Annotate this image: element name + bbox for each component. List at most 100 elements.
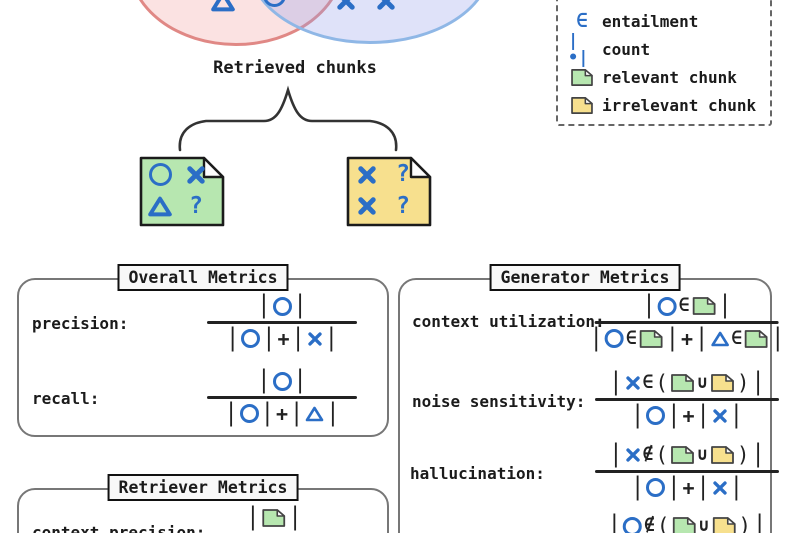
numerator: | ∈ |: [642, 293, 731, 319]
triangle-claim-icon: [211, 0, 235, 12]
x-claim-icon: [187, 166, 205, 184]
fraction-line: [594, 321, 779, 324]
fraction-precision: ||||+||: [207, 293, 357, 352]
circle-claim-icon: [263, 0, 286, 7]
fraction-recall: ||||+||: [207, 368, 357, 427]
formula-symbol: ∈: [625, 327, 637, 349]
formula-symbol: |: [771, 323, 785, 352]
irrelevant-chunk-icon: [710, 446, 734, 464]
legend-item: |•|count: [568, 32, 770, 66]
generator-metrics-title: Generator Metrics: [489, 264, 681, 291]
metric-label-noise_sensitivity: noise sensitivity:: [412, 392, 586, 411]
metric-label-hallucination: hallucination:: [410, 464, 545, 483]
question-mark-icon: ?: [396, 192, 410, 219]
circle-claim-icon: [272, 296, 292, 316]
legend-label: relevant chunk: [602, 68, 737, 87]
triangle-claim-icon: [710, 331, 729, 346]
circle-claim-icon: [241, 329, 261, 348]
x-claim-icon: [377, 0, 395, 10]
formula-symbol: ∈: [731, 327, 743, 349]
count-icon: |•|: [568, 30, 589, 68]
fraction-partial_metric: |∉(∪)|: [607, 511, 767, 533]
retrieved-chunks-label: Retrieved chunks: [213, 58, 377, 78]
formula-symbol: |: [326, 398, 340, 427]
numerator: ||: [257, 293, 307, 319]
formula-symbol: +: [680, 326, 694, 351]
circle-claim-icon: [646, 478, 666, 497]
metric-label-precision: precision:: [32, 314, 129, 333]
formula-symbol: (: [655, 370, 668, 395]
numerator: |∉(∪)|: [607, 511, 767, 533]
relevant-chunk-doc: ?: [138, 155, 226, 228]
formula-symbol: ): [738, 513, 751, 533]
irrelevant-chunk-icon: [712, 517, 736, 533]
formula-symbol: |: [696, 400, 710, 429]
legend: irrelevant claim ∈entailment|•|count relev…: [556, 0, 772, 126]
formula-symbol: |: [753, 511, 767, 533]
triangle-claim-icon: [305, 406, 324, 421]
legend-label: irrelevant claim: [602, 0, 756, 3]
denominator: ||+||: [631, 403, 743, 429]
circle-claim-icon: [604, 329, 624, 348]
formula-symbol: |: [293, 291, 307, 320]
formula-symbol: ∈: [678, 295, 690, 316]
retriever-metrics-box: Retriever Metrics context precision:||: [17, 474, 389, 533]
formula-symbol: |: [718, 291, 732, 320]
circle-claim-icon: [263, 0, 286, 7]
formula-symbol: |: [224, 398, 238, 427]
question-mark-icon: ?: [396, 161, 410, 188]
formula-symbol: |: [246, 503, 260, 532]
denominator: ||+||: [631, 475, 743, 501]
formula-symbol: |: [729, 472, 744, 501]
formula-symbol: |: [288, 503, 302, 532]
x-claim-icon: [713, 480, 727, 495]
numerator: |∈(∪)|: [609, 370, 765, 396]
relevant-chunk-icon: [692, 297, 716, 315]
formula-symbol: |: [696, 472, 710, 501]
formula-symbol: |: [667, 472, 681, 501]
formula-symbol: |: [293, 366, 307, 395]
formula-symbol: (: [656, 513, 670, 533]
formula-symbol: ): [736, 370, 750, 395]
formula-symbol: (: [655, 442, 668, 467]
numerator: ||: [246, 505, 302, 531]
formula-symbol: ∪: [697, 444, 708, 465]
fraction-line: [207, 396, 357, 399]
formula-symbol: +: [275, 401, 289, 426]
fraction-context_utilization: |∈||∈|+|∈|: [590, 293, 785, 352]
formula-symbol: |: [609, 368, 623, 397]
formula-symbol: |: [607, 511, 621, 533]
denominator: ||+||: [224, 401, 339, 427]
irrelevant-chunk-icon: [568, 96, 596, 115]
x-claim-icon: [625, 448, 640, 462]
formula-symbol: ∪: [697, 372, 708, 393]
x-claim-icon: [376, 0, 396, 11]
x-claim-icon: [713, 408, 727, 423]
denominator: |∈|+|∈|: [590, 326, 785, 352]
relevant-chunk-icon: [568, 68, 596, 87]
legend-item: irrelevant chunk: [568, 95, 770, 116]
legend-item: irrelevant claim: [568, 0, 770, 4]
relevant-chunk-icon: [671, 446, 694, 464]
legend-item: ∈entailment: [568, 11, 770, 32]
formula-symbol: +: [682, 403, 695, 428]
formula-symbol: ∈: [642, 372, 654, 393]
formula-symbol: |: [695, 323, 709, 352]
denominator: ||+||: [226, 326, 338, 352]
formula-symbol: |: [667, 400, 681, 429]
relevant-chunk-icon: [671, 374, 694, 392]
fraction-hallucination: |∉(∪)|||+||: [595, 442, 779, 501]
formula-symbol: |: [225, 323, 240, 352]
triangle-claim-icon: [210, 0, 236, 12]
formula-symbol: ∉: [644, 515, 655, 533]
circle-claim-icon: [657, 296, 677, 316]
relevant-chunk-icon: [262, 509, 286, 527]
formula-symbol: +: [277, 326, 290, 351]
x-claim-icon: [337, 0, 355, 10]
legend-label: irrelevant chunk: [602, 96, 757, 115]
numerator: ||: [257, 368, 307, 394]
formula-symbol: |: [665, 323, 679, 352]
x-claim-icon: [358, 197, 376, 215]
formula-symbol: |: [642, 291, 656, 320]
formula-symbol: |: [257, 291, 271, 320]
